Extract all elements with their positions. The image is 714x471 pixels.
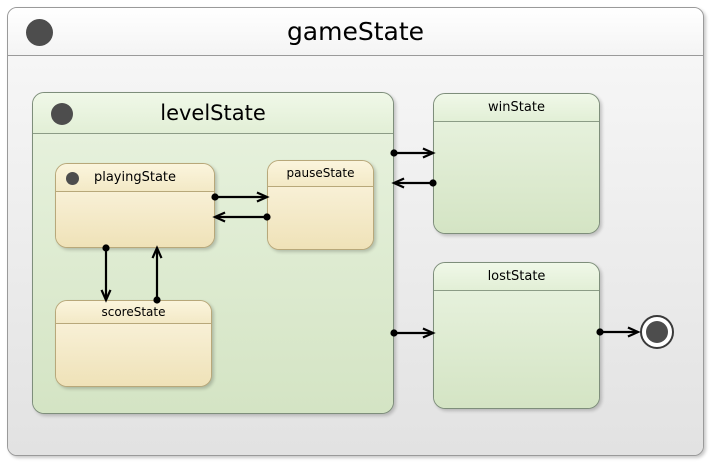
state-levelState-header: levelState (33, 93, 393, 134)
state-playingState[interactable]: playingState (55, 163, 215, 248)
state-gameState-label: gameState (286, 17, 425, 46)
state-scoreState-header: scoreState (56, 301, 211, 324)
state-pauseState-label: pauseState (286, 166, 355, 180)
state-scoreState-body (56, 324, 211, 386)
state-playingState-header: playingState (56, 164, 214, 192)
initial-state-circle-gameState (26, 19, 53, 46)
final-state-dot (646, 321, 668, 343)
state-scoreState[interactable]: scoreState (55, 300, 212, 387)
initial-state-circle-playingState (66, 172, 79, 185)
state-lostState-header: lostState (434, 263, 599, 291)
state-pauseState-header: pauseState (268, 161, 373, 187)
state-playingState-body (56, 192, 214, 247)
state-scoreState-label: scoreState (101, 305, 166, 319)
state-gameState-header: gameState (8, 8, 703, 56)
initial-state-circle-levelState (51, 103, 73, 125)
state-lostState-body (434, 291, 599, 408)
state-playingState-label: playingState (93, 170, 177, 185)
state-pauseState[interactable]: pauseState (267, 160, 374, 250)
state-winState-header: winState (434, 94, 599, 122)
state-winState-label: winState (488, 100, 545, 115)
state-lostState[interactable]: lostState (433, 262, 600, 409)
state-lostState-label: lostState (487, 269, 546, 284)
state-winState-body (434, 122, 599, 233)
state-levelState-label: levelState (160, 101, 266, 125)
state-pauseState-body (268, 187, 373, 249)
state-winState[interactable]: winState (433, 93, 600, 234)
